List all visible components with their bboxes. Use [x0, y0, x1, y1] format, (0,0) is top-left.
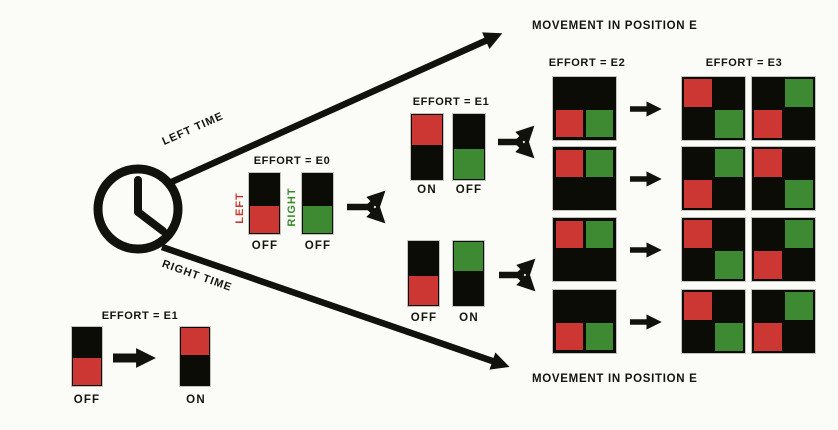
fork-icon-e0	[347, 190, 386, 224]
red-quadrant-top-left	[684, 220, 712, 248]
e3-state-grid-2b	[751, 146, 816, 211]
right-axis-label: RIGHT	[286, 187, 298, 227]
green-quadrant-bottom-right	[785, 180, 813, 208]
green-quadrant-bottom-right	[715, 110, 743, 138]
red-quadrant-top-left	[754, 149, 782, 177]
red-quadrant-top-left	[556, 150, 583, 177]
effort-e2-title: EFFORT = E2	[548, 57, 626, 69]
e0-right-toggle	[301, 172, 334, 235]
green-cell-top	[454, 242, 483, 272]
movement-in-position-bottom: MOVEMENT IN POSITION E	[532, 373, 698, 385]
red-quadrant-top-left	[556, 221, 583, 248]
red-quadrant-bottom-left	[556, 110, 583, 137]
e1-top-left-toggle	[410, 113, 444, 181]
green-quadrant-top-right	[785, 220, 813, 248]
green-quadrant-bottom-right	[586, 110, 613, 137]
green-cell-bottom	[303, 205, 332, 233]
left-axis-label: LEFT	[234, 192, 246, 224]
red-quadrant-top-left	[684, 292, 712, 320]
e1-bottom-right-toggle	[452, 240, 485, 307]
e1-bottom-left-state-label: OFF	[410, 312, 438, 324]
e1-bottom-left-toggle	[407, 240, 440, 307]
red-quadrant-bottom-left	[556, 323, 583, 350]
e3-state-grid-3b	[751, 217, 816, 282]
e3-state-grid-4a	[681, 289, 746, 354]
green-quadrant-top-right	[586, 150, 613, 177]
e2-state-grid-4	[552, 289, 617, 354]
legend-title: EFFORT = E1	[101, 310, 179, 322]
legend-from-toggle	[71, 326, 103, 387]
e2-state-grid-1	[552, 76, 617, 141]
e1-top-right-state-label: OFF	[455, 184, 483, 196]
green-quadrant-top-right	[715, 149, 743, 177]
e2-state-grid-3	[552, 217, 617, 282]
red-quadrant-bottom-left	[754, 110, 782, 138]
green-quadrant-top-right	[785, 292, 813, 320]
red-quadrant-bottom-left	[754, 323, 782, 351]
fork-icon-e1-top	[498, 125, 535, 159]
e3-state-grid-1b	[751, 76, 816, 141]
fork-icon-e1-bottom	[499, 258, 536, 292]
legend-to-toggle	[179, 326, 211, 387]
e1-top-left-state-label: ON	[417, 184, 437, 196]
clock-icon	[93, 164, 183, 254]
red-cell-bottom	[250, 205, 279, 233]
green-quadrant-bottom-right	[586, 323, 613, 350]
legend-from-state-label: OFF	[73, 394, 101, 406]
green-quadrant-top-right	[586, 221, 613, 248]
red-cell-bottom	[73, 358, 101, 385]
legend-to-state-label: ON	[186, 394, 206, 406]
e3-state-grid-4b	[751, 289, 816, 354]
green-quadrant-top-right	[785, 79, 813, 107]
effort-e3-title: EFFORT = E3	[705, 57, 783, 69]
green-quadrant-bottom-right	[715, 323, 743, 351]
e3-state-grid-2a	[681, 146, 746, 211]
left-time-arrow	[165, 32, 503, 187]
e1-top-right-toggle	[452, 113, 486, 181]
red-cell-top	[181, 328, 209, 355]
effort-e0-title: EFFORT = E0	[253, 155, 331, 167]
red-cell-top	[412, 115, 442, 145]
green-cell-bottom	[454, 149, 484, 179]
right-time-arrow	[160, 243, 510, 370]
e2-state-grid-2	[552, 146, 617, 211]
green-quadrant-bottom-right	[715, 251, 743, 279]
e0-right-state-label: OFF	[304, 240, 332, 252]
e3-state-grid-1a	[681, 76, 746, 141]
red-quadrant-bottom-left	[754, 251, 782, 279]
e1-bottom-right-state-label: ON	[459, 312, 479, 324]
movement-in-position-top: MOVEMENT IN POSITION E	[532, 20, 698, 32]
red-cell-bottom	[409, 275, 438, 305]
e3-state-grid-3a	[681, 217, 746, 282]
effort-e1-title: EFFORT = E1	[412, 96, 490, 108]
red-quadrant-top-left	[684, 79, 712, 107]
e0-left-toggle	[248, 172, 281, 235]
red-quadrant-bottom-left	[684, 180, 712, 208]
e0-left-state-label: OFF	[251, 240, 279, 252]
